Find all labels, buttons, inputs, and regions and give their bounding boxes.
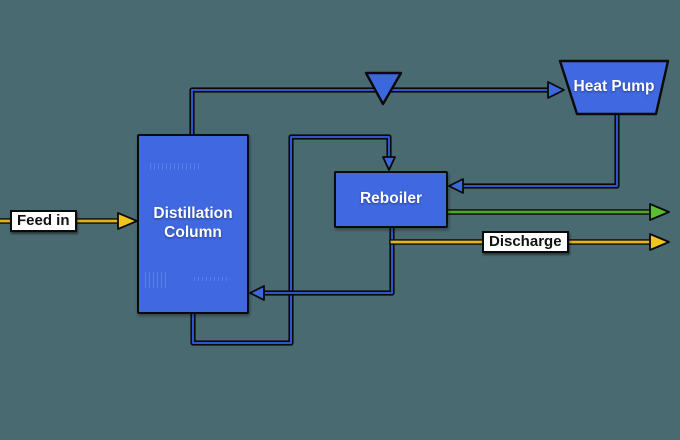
line-reboiler-to-column-outline [261,223,395,296]
distillation-column-label: Distillation Column [153,205,233,241]
arrowhead-into-heat-pump [547,81,565,99]
feed-in-label: Feed in [10,210,77,232]
line-column-bottom-to-reboiler [192,136,390,344]
heat-pump-node: Heat Pump [560,61,668,114]
line-heatpump-to-reboiler [462,113,618,187]
line-column-to-heatpump-outline [189,87,553,138]
distillation-column-node: Distillation Column [137,134,249,314]
heat-pump-shape [558,59,670,116]
product-arrowhead [649,203,670,221]
line-column-to-heatpump [191,89,550,136]
line-reboiler-to-column [263,225,393,294]
heat-pump-label: Heat Pump [573,78,655,96]
reboiler-label: Reboiler [359,190,422,208]
faint-text-artifact-bottom [194,277,230,281]
arrowhead-into-reboiler-right [448,178,464,194]
line-heatpump-to-reboiler-outline [460,111,620,189]
reboiler-node: Reboiler [334,171,448,228]
discharge-label: Discharge [482,231,569,253]
flow-split-triangle-icon [364,71,403,106]
arrowhead-into-reboiler-top [382,156,396,171]
feed-arrowhead [117,212,138,230]
arrowhead-into-column-right [249,285,265,301]
discharge-arrowhead [649,233,670,251]
faint-text-artifact-top [150,163,202,170]
faint-text-artifact-bottom-left [145,272,167,288]
